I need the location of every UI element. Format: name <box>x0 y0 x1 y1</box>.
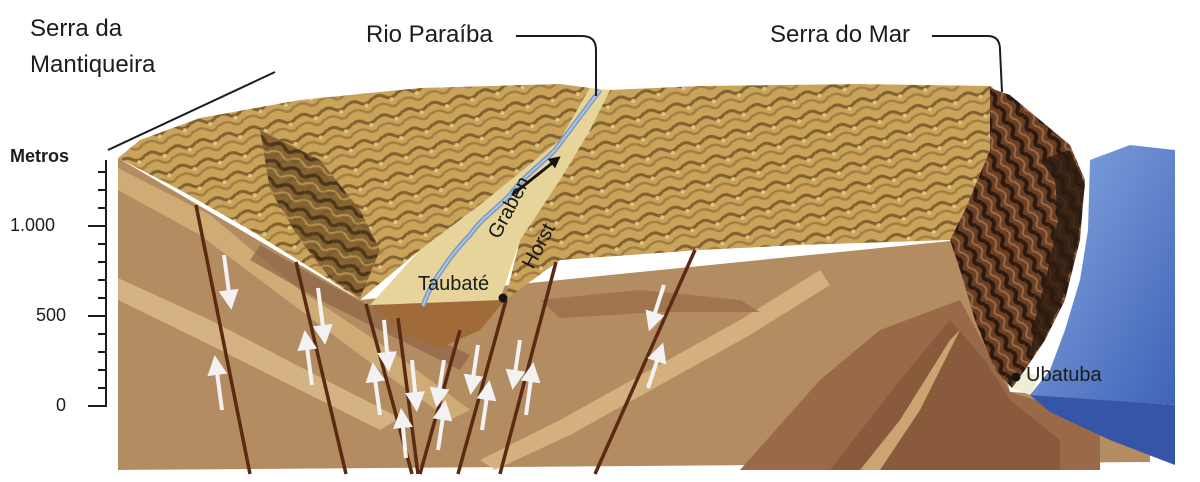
scale-title: Metros <box>10 146 69 167</box>
label-serra-da-mantiqueira-line2: Mantiqueira <box>30 50 155 80</box>
leader-serra-do-mar <box>932 36 1002 92</box>
ubatuba-point <box>1012 373 1021 382</box>
taubate-point <box>499 294 508 303</box>
elevation-scale <box>88 160 106 407</box>
label-serra-da-mantiqueira-line1: Serra da <box>30 14 122 44</box>
label-serra-do-mar: Serra do Mar <box>770 20 910 50</box>
label-taubate: Taubaté <box>418 273 489 296</box>
scale-tick-label-1000: 1.000 <box>10 215 55 236</box>
label-ubatuba: Ubatuba <box>1026 364 1102 387</box>
scale-tick-label-500: 500 <box>36 305 66 326</box>
scale-tick-label-0: 0 <box>56 395 66 416</box>
label-rio-paraiba: Rio Paraíba <box>366 20 493 50</box>
